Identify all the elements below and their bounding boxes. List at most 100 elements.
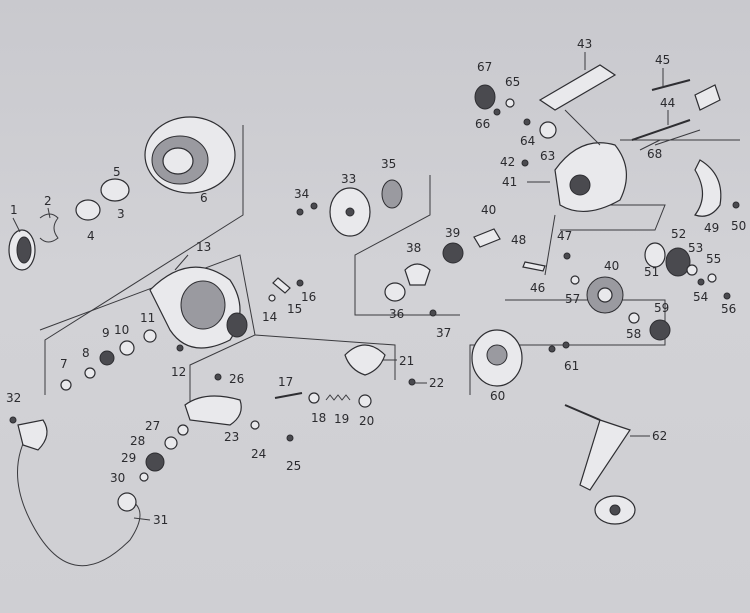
part-screw-16 <box>296 279 304 287</box>
part-bail-support <box>17 419 48 451</box>
label-14: 14 <box>262 310 277 324</box>
part-oscillator-38 <box>404 263 431 286</box>
leader-lines <box>12 52 669 521</box>
label-49: 49 <box>704 221 719 235</box>
part-screw-50 <box>732 201 740 209</box>
label-17: 17 <box>278 375 293 389</box>
label-29: 29 <box>121 451 136 465</box>
label-4: 4 <box>87 229 95 243</box>
label-38: 38 <box>406 241 421 255</box>
label-57: 57 <box>565 292 580 306</box>
part-shapes <box>8 64 740 567</box>
part-screw-47 <box>563 252 571 260</box>
part-washer-51 <box>644 242 666 268</box>
label-60: 60 <box>490 389 505 403</box>
part-washer-4 <box>75 199 101 221</box>
label-50: 50 <box>731 219 746 233</box>
label-40-gear: 40 <box>604 259 619 273</box>
part-screw-56 <box>723 292 731 300</box>
label-36: 36 <box>389 307 404 321</box>
label-20: 20 <box>359 414 374 428</box>
part-screw-14 <box>268 294 276 302</box>
label-56: 56 <box>721 302 736 316</box>
part-body-41 <box>554 142 627 213</box>
part-spring-19 <box>325 394 351 401</box>
label-46: 46 <box>530 281 545 295</box>
label-35: 35 <box>381 157 396 171</box>
part-number-labels: 1 2 3 4 5 6 7 8 9 10 11 12 13 14 15 16 1… <box>6 37 746 527</box>
label-5: 5 <box>113 165 121 179</box>
label-25: 25 <box>286 459 301 473</box>
label-18: 18 <box>311 411 326 425</box>
part-shaft-17 <box>274 392 303 399</box>
label-58: 58 <box>626 327 641 341</box>
label-65: 65 <box>505 75 520 89</box>
label-30: 30 <box>110 471 125 485</box>
label-33: 33 <box>341 172 356 186</box>
part-gear-67 <box>474 84 496 110</box>
part-collar-36 <box>384 282 406 302</box>
label-63: 63 <box>540 149 555 163</box>
label-21: 21 <box>399 354 414 368</box>
label-28: 28 <box>130 434 145 448</box>
part-gear-52 <box>665 247 691 277</box>
part-pinion-40 <box>473 228 501 248</box>
part-screw-54 <box>697 278 705 286</box>
label-67: 67 <box>477 60 492 74</box>
part-bail-wire-31 <box>17 429 141 567</box>
label-10: 10 <box>114 323 129 337</box>
part-screw-12 <box>176 344 184 352</box>
label-24: 24 <box>251 447 266 461</box>
part-pin-46 <box>544 214 556 276</box>
part-screw-42 <box>521 159 529 167</box>
label-62: 62 <box>652 429 667 443</box>
part-clip <box>39 213 59 243</box>
label-53: 53 <box>688 241 703 255</box>
label-9: 9 <box>102 326 110 340</box>
part-bushing-53 <box>686 264 698 276</box>
part-bearing-29 <box>145 452 165 472</box>
label-66: 66 <box>475 117 490 131</box>
part-handle-62 <box>564 404 636 525</box>
part-bearing-59 <box>649 319 671 341</box>
label-45: 45 <box>655 53 670 67</box>
label-59: 59 <box>654 301 669 315</box>
part-screw-25 <box>286 434 294 442</box>
part-stopper-49 <box>694 159 722 217</box>
part-bail-arm-23 <box>184 395 242 426</box>
label-19: 19 <box>334 412 349 426</box>
label-47: 47 <box>557 229 572 243</box>
label-12: 12 <box>171 365 186 379</box>
label-44: 44 <box>660 96 675 110</box>
part-lever-48 <box>522 261 546 272</box>
part-cover-21 <box>344 344 386 376</box>
part-spool <box>144 116 236 194</box>
part-washer-3 <box>100 178 130 202</box>
label-40-pinion: 40 <box>481 203 496 217</box>
part-washer-57 <box>570 275 580 285</box>
label-51: 51 <box>644 265 659 279</box>
label-8: 8 <box>82 346 90 360</box>
label-48: 48 <box>511 233 526 247</box>
part-washer-10 <box>119 340 135 356</box>
label-23: 23 <box>224 430 239 444</box>
part-bearing-9 <box>99 350 115 366</box>
part-drag-knob <box>8 229 36 271</box>
label-32: 32 <box>6 391 21 405</box>
label-6: 6 <box>200 191 208 205</box>
part-spring-68 <box>654 129 701 146</box>
part-bracket-44 <box>694 84 721 111</box>
part-screw-22 <box>408 378 416 386</box>
label-7: 7 <box>60 357 68 371</box>
label-64: 64 <box>520 134 535 148</box>
label-43: 43 <box>577 37 592 51</box>
label-11: 11 <box>140 311 155 325</box>
label-54: 54 <box>693 290 708 304</box>
part-gear-35 <box>381 179 403 209</box>
label-3: 3 <box>117 207 125 221</box>
part-bearing-39 <box>442 242 464 264</box>
part-bushing-63 <box>539 121 557 139</box>
part-washer-24 <box>250 420 260 430</box>
part-roller-15 <box>272 277 291 294</box>
